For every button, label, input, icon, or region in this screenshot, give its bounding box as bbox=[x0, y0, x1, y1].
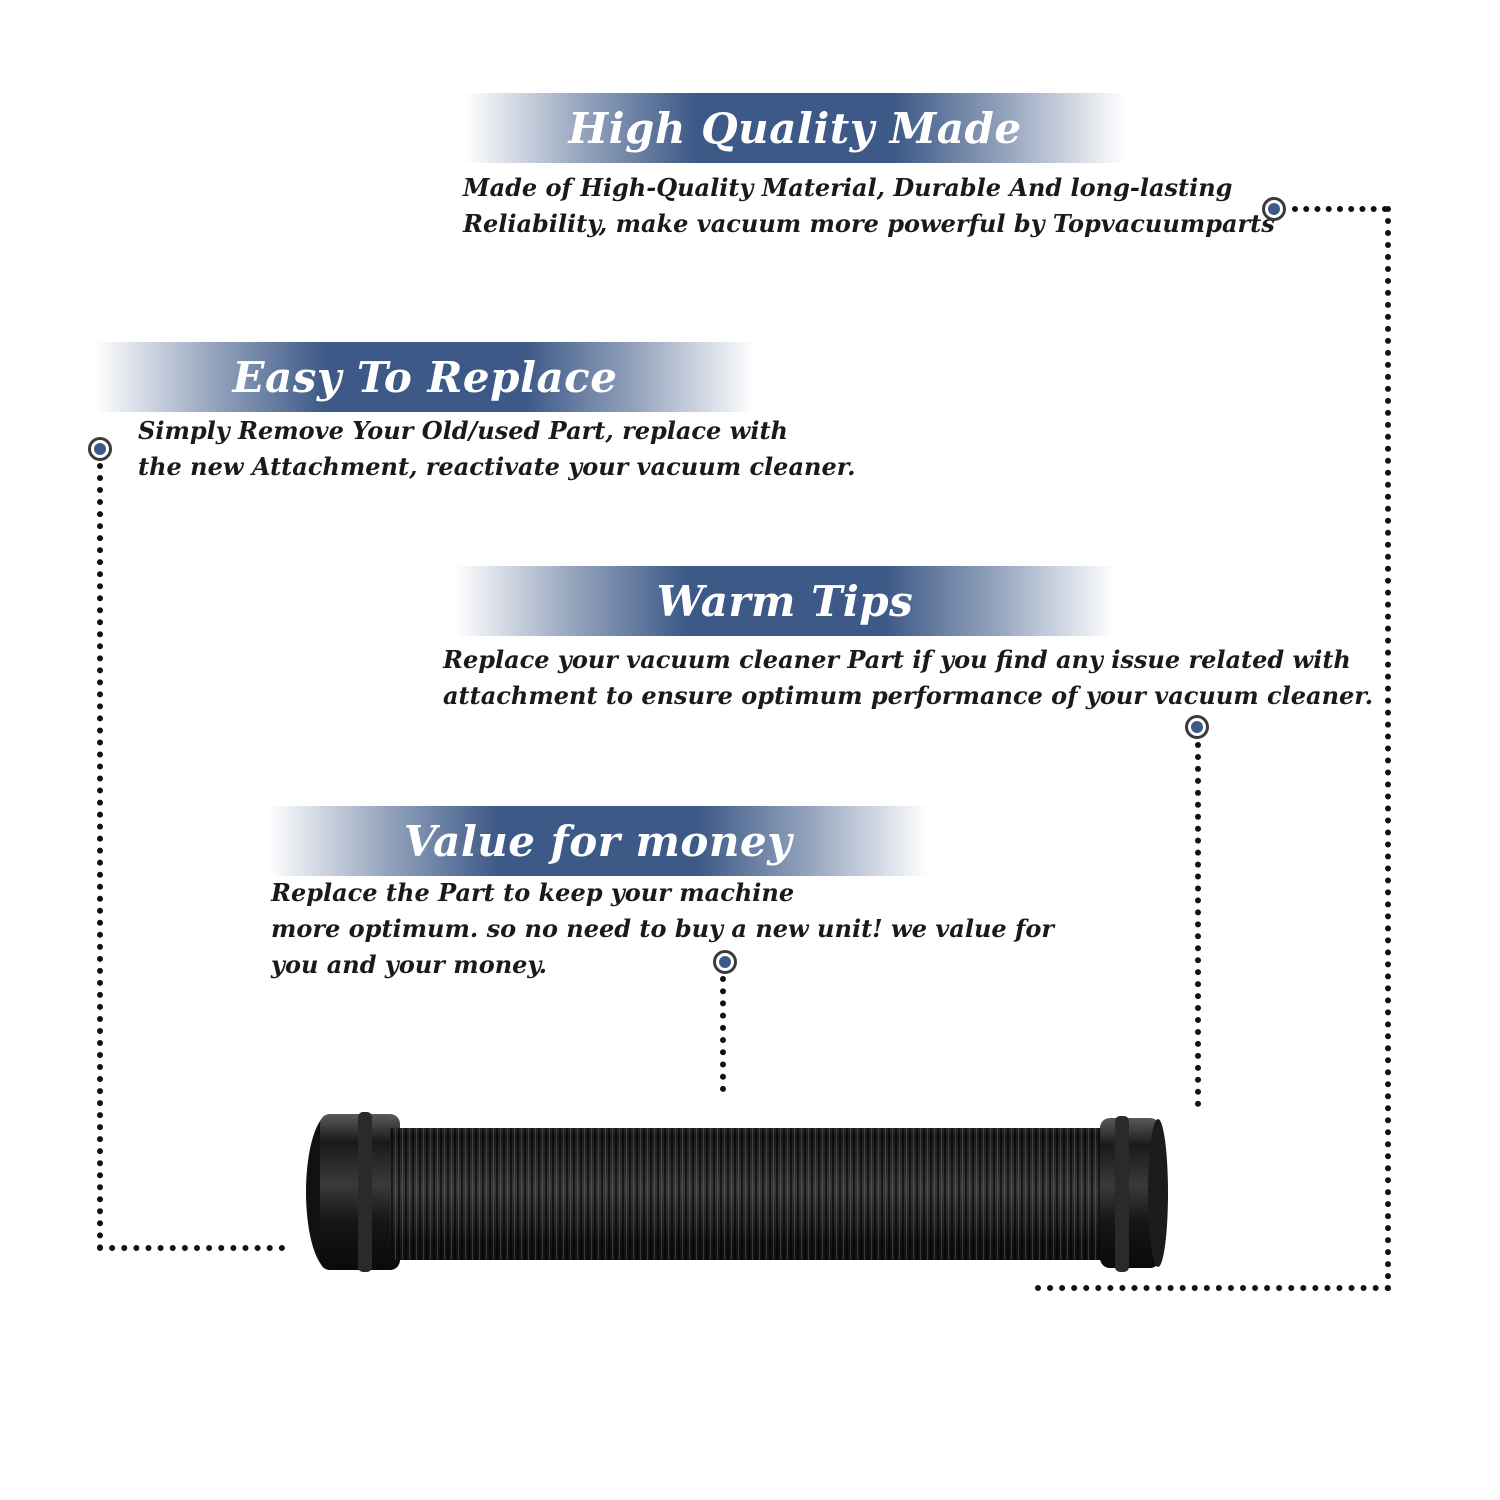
section-description: Replace the Part to keep your machine mo… bbox=[271, 875, 1054, 983]
dotted-connector bbox=[1385, 206, 1391, 1292]
section-description: Simply Remove Your Old/used Part, replac… bbox=[138, 413, 856, 485]
description-line: Simply Remove Your Old/used Part, replac… bbox=[138, 416, 788, 445]
description-line: the new Attachment, reactivate your vacu… bbox=[138, 452, 856, 481]
dotted-connector bbox=[1035, 1285, 1391, 1291]
description-line: Replace your vacuum cleaner Part if you … bbox=[443, 645, 1351, 674]
description-line: Reliability, make vacuum more powerful b… bbox=[463, 209, 1275, 238]
description-line: you and your money. bbox=[271, 950, 547, 979]
banner-warm-tips: Warm Tips bbox=[455, 566, 1115, 636]
banner-easy-to-replace: Easy To Replace bbox=[95, 342, 755, 412]
corrugated-hose-icon bbox=[306, 1112, 1168, 1272]
dotted-connector bbox=[720, 976, 726, 1092]
section-description: Replace your vacuum cleaner Part if you … bbox=[443, 642, 1373, 714]
dotted-connector bbox=[1292, 206, 1388, 212]
description-line: more optimum. so no need to buy a new un… bbox=[271, 914, 1054, 943]
bullet-marker-icon bbox=[88, 437, 112, 461]
dotted-connector bbox=[1195, 742, 1201, 1107]
banner-high-quality-made: High Quality Made bbox=[465, 93, 1125, 163]
section-title: Warm Tips bbox=[656, 576, 914, 626]
section-title: High Quality Made bbox=[568, 103, 1022, 153]
description-line: Replace the Part to keep your machine bbox=[271, 878, 795, 907]
bullet-marker-icon bbox=[1262, 197, 1286, 221]
section-title: Easy To Replace bbox=[232, 352, 618, 402]
description-line: Made of High-Quality Material, Durable A… bbox=[463, 173, 1233, 202]
dotted-connector bbox=[97, 463, 103, 1251]
bullet-marker-icon bbox=[713, 950, 737, 974]
description-line: attachment to ensure optimum performance… bbox=[443, 681, 1374, 710]
section-title: Value for money bbox=[403, 816, 793, 866]
section-description: Made of High-Quality Material, Durable A… bbox=[463, 170, 1275, 242]
dotted-connector bbox=[97, 1245, 285, 1251]
bullet-marker-icon bbox=[1185, 715, 1209, 739]
banner-value-for-money: Value for money bbox=[268, 806, 928, 876]
